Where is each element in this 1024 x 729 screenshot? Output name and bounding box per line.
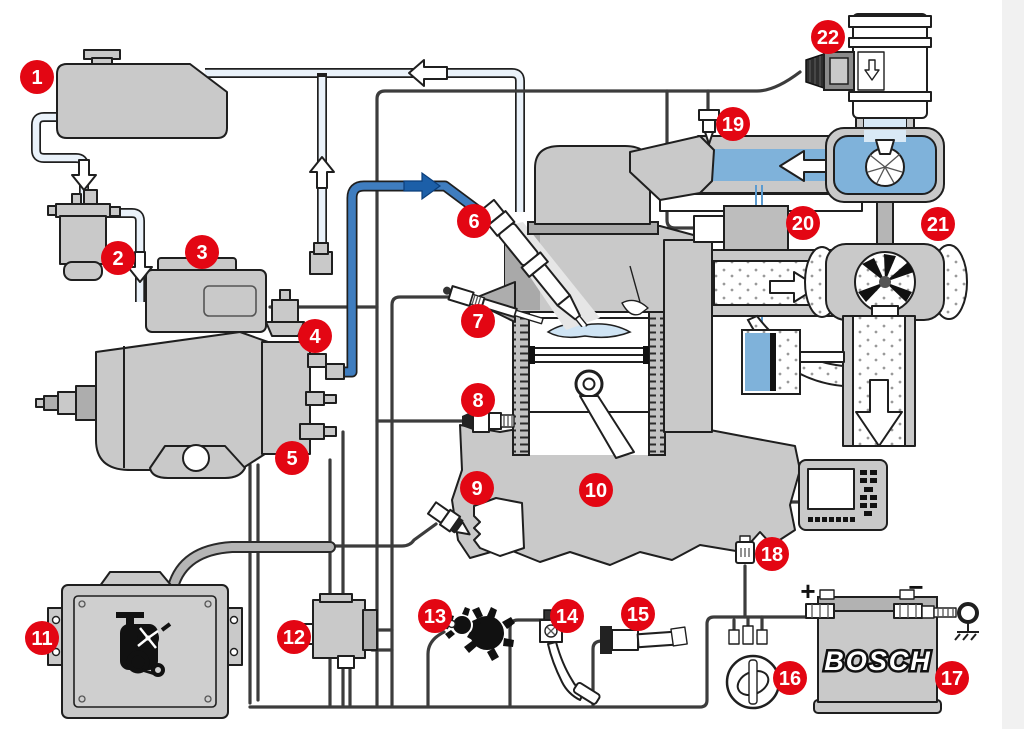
label-badge-14: 14 (550, 599, 584, 633)
fuel-return-line (205, 68, 525, 268)
label-badge-10: 10 (579, 473, 613, 507)
engine-pictogram (116, 612, 172, 677)
cylinder-wall-right (648, 304, 666, 456)
exhaust-down-arrow (855, 379, 903, 447)
label-badge-8: 8 (461, 383, 495, 417)
svg-text:7: 7 (472, 311, 483, 333)
label-badge-4: 4 (298, 319, 332, 353)
ecu (47, 571, 243, 719)
svg-text:5: 5 (286, 448, 297, 470)
svg-text:1: 1 (31, 67, 42, 89)
label-badge-3: 3 (185, 235, 219, 269)
airflow-arrow (779, 150, 829, 182)
battery-plus-sign: + (800, 576, 815, 606)
fuel-tank (56, 49, 228, 139)
diagnostic-tester (798, 459, 888, 531)
svg-text:6: 6 (468, 211, 479, 233)
injection-spray (560, 326, 606, 336)
piston (528, 317, 650, 459)
intake-valve (621, 265, 649, 316)
wastegate-actuator (741, 329, 845, 395)
fuel-filter (47, 189, 121, 281)
svg-text:20: 20 (792, 213, 814, 235)
label-badge-16: 16 (773, 661, 807, 695)
label-badge-22: 22 (811, 20, 845, 54)
page-edge (1002, 0, 1024, 729)
svg-text:22: 22 (817, 27, 839, 49)
temperature-sensor (600, 626, 688, 654)
ground-cable (921, 602, 979, 641)
crank-trigger-wheel (473, 497, 525, 557)
battery: + − BOSCH (800, 572, 979, 714)
maf-sensor-plug (805, 51, 885, 91)
air-mass-meter (805, 13, 932, 119)
bosch-logo: BOSCH (824, 646, 932, 676)
intake-manifold (629, 135, 939, 212)
svg-text:4: 4 (309, 326, 321, 348)
svg-text:15: 15 (627, 604, 649, 626)
relay (298, 593, 378, 669)
svg-text:3: 3 (196, 242, 207, 264)
svg-text:10: 10 (585, 480, 607, 502)
label-badge-9: 9 (460, 471, 494, 505)
svg-text:17: 17 (941, 668, 963, 690)
label-badge-20: 20 (786, 206, 820, 240)
diagnostic-connector (735, 535, 755, 564)
wiring-harness (167, 70, 808, 709)
turbo-turbine (804, 243, 968, 321)
label-badge-2: 2 (101, 241, 135, 275)
svg-text:2: 2 (112, 248, 123, 270)
label-badge-18: 18 (755, 537, 789, 571)
fuel-flow-arrow (403, 171, 442, 201)
label-badge-17: 17 (935, 661, 969, 695)
injection-pump (35, 242, 345, 479)
fuel-flow-arrows (71, 59, 448, 283)
maf-flow-arrow (864, 59, 880, 81)
svg-text:14: 14 (556, 606, 579, 628)
label-badge-11: 11 (25, 621, 59, 655)
trigger-gears (445, 607, 515, 661)
connecting-rod (579, 395, 635, 459)
glow-control-switch (725, 625, 781, 710)
svg-text:19: 19 (722, 114, 744, 136)
high-pressure-line (340, 171, 496, 378)
egr-valve (693, 205, 789, 253)
label-badge-15: 15 (621, 597, 655, 631)
label-badge-1: 1 (20, 60, 54, 94)
label-badge-19: 19 (716, 107, 750, 141)
svg-text:12: 12 (283, 627, 305, 649)
svg-text:8: 8 (472, 390, 483, 412)
cylinder-wall-left (512, 304, 530, 456)
turbo-compressor (825, 95, 945, 203)
svg-text:9: 9 (471, 478, 482, 500)
svg-text:11: 11 (31, 628, 52, 650)
svg-text:18: 18 (761, 544, 783, 566)
boost-pressure-sensor (698, 109, 720, 145)
tester-buttons (808, 470, 877, 522)
cylinder-pressure-sensor (462, 409, 515, 433)
svg-text:16: 16 (779, 668, 801, 690)
svg-text:13: 13 (424, 606, 446, 628)
crankshaft-speed-sensor (426, 501, 471, 536)
label-badge-12: 12 (277, 620, 311, 654)
pump-solenoid-valve (265, 289, 305, 337)
label-badge-6: 6 (457, 204, 491, 238)
label-badge-21: 21 (921, 207, 955, 241)
turbocharger (741, 95, 968, 447)
turbine-wheel (858, 254, 914, 302)
glow-plug (443, 285, 544, 325)
label-badge-7: 7 (461, 304, 495, 338)
svg-text:21: 21 (927, 214, 949, 236)
label-badge-5: 5 (275, 441, 309, 475)
label-badge-13: 13 (418, 599, 452, 633)
